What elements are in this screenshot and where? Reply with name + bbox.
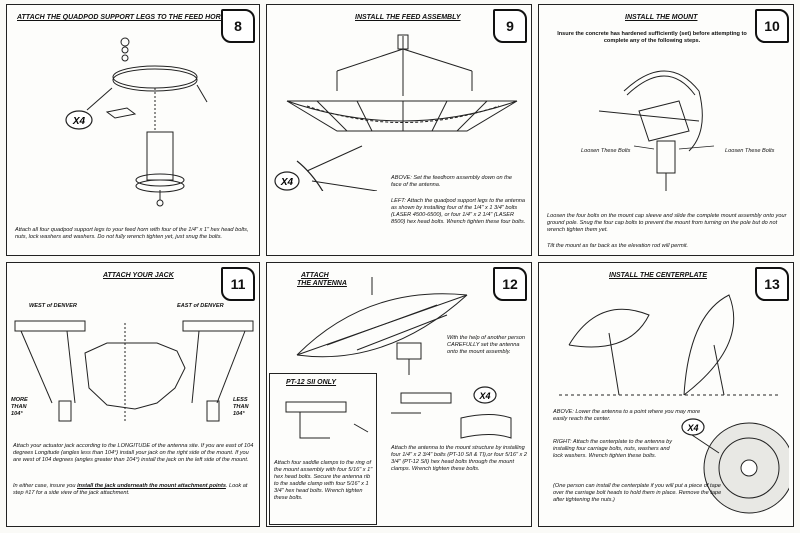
panel-title: ATTACH THE QUADPOD SUPPORT LEGS TO THE F… [17,14,226,21]
multiplier-label: X4 [280,177,294,188]
step-number-badge: 9 [493,9,527,43]
right-text: RIGHT: Attach the centerplate to the ant… [553,439,673,459]
attach-text: Attach the antenna to the mount structur… [391,445,528,472]
instruction-text: Attach your actuator jack according to t… [13,443,254,463]
step-number-badge: 11 [221,267,255,301]
instruction-text: Attach all four quadpod support legs to … [15,227,249,240]
antenna-illustration [296,277,468,375]
panel-title-line2: THE ANTENNA [297,280,347,287]
panel-step-13: INSTALL THE CENTERPLATE 13 ABOVE: Lower … [538,262,794,527]
instruction-text-2: In either case, insure you install the j… [13,483,255,497]
step-number-badge: 12 [493,267,527,301]
deg-right-label: 104° [233,411,245,417]
feedhorn-illustration: X4 [65,37,208,207]
instruction-text-2: Tilt the mount as far back as the elevat… [547,243,689,249]
text2-part-a: In either case, insure you [13,483,78,489]
pt12-subpanel: PT-12 SII ONLY Attach four saddle clamps… [269,373,377,525]
panel-step-8: ATTACH THE QUADPOD SUPPORT LEGS TO THE F… [6,4,260,256]
feed-assembly-illustration: X4 [274,34,518,191]
deg-left-label: 104° [11,411,23,417]
east-label: EAST of DENVER [177,303,224,309]
text2-part-c: . Look at step #17 for a side view of th… [13,483,248,496]
step-number-badge: 10 [755,9,789,43]
bolt-label-left: Loosen These Bolts [581,148,631,154]
bolt-label-right: Loosen These Bolts [725,148,775,154]
x4-multiplier: X4 [65,110,93,130]
more-label: MORE [11,397,28,403]
left-text: LEFT: Attach the quadpod support legs to… [391,198,526,225]
step-number-badge: 8 [221,9,255,43]
above-text: ABOVE: Set the feedhorn assembly down on… [391,175,512,188]
panel-title-line1: ATTACH [301,272,329,279]
multiplier-label: X4 [478,391,490,401]
than-right-label: THAN [233,404,249,410]
x4-multiplier: X4 [473,386,497,404]
than-left-label: THAN [11,404,27,410]
usa-map-illustration [14,320,254,423]
subpanel-title: PT-12 SII ONLY [286,379,337,386]
centerplate-illustration [559,294,779,396]
panel-step-12: ATTACH THE ANTENNA 12 With the help of a… [266,262,532,527]
above-text: ABOVE: Lower the antenna to a point wher… [553,409,701,422]
panel-step-11: ATTACH YOUR JACK 11 WEST of DENVER EAST … [6,262,260,527]
multiplier-label: X4 [686,423,698,433]
instruction-text: Loosen the four bolts on the mount cap s… [547,213,787,233]
help-text: With the help of another person CAREFULL… [447,335,526,355]
saddle-clamp-illustration [285,401,369,439]
panel-step-9: INSTALL THE FEED ASSEMBLY 9 X4 ABOVE: Se… [266,4,532,256]
panel-step-10: INSTALL THE MOUNT 10 Insure the concrete… [538,4,794,256]
panel-title: INSTALL THE MOUNT [625,14,698,21]
text2-part-b: install the jack underneath the mount at… [77,483,226,489]
intro-text: Insure the concrete has hardened suffici… [557,31,747,44]
panel-title: INSTALL THE FEED ASSEMBLY [355,14,461,21]
panel-title: ATTACH YOUR JACK [103,272,174,279]
less-label: LESS [233,397,248,403]
mount-clamp-illustration: X4 [391,386,512,439]
step-number-badge: 13 [755,267,789,301]
note-text: (One person can install the centerplate … [553,483,722,503]
panel-title: INSTALL THE CENTERPLATE [609,272,707,279]
multiplier-label: X4 [72,116,86,127]
x4-multiplier: X4 [274,171,300,191]
x4-multiplier: X4 [681,418,705,436]
mount-illustration [598,70,715,191]
subpanel-text: Attach four saddle clamps to the ring of… [274,460,373,501]
west-label: WEST of DENVER [29,303,77,309]
centerplate-detail-illustration: X4 [681,418,789,514]
